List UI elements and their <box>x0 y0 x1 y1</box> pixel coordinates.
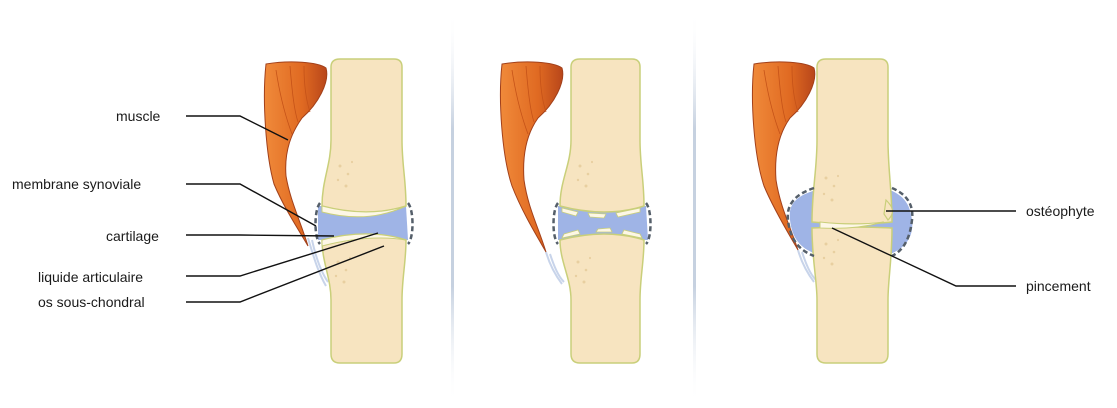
leader-cartilage <box>186 235 334 236</box>
muscle <box>264 62 326 246</box>
lower-bone <box>560 234 644 363</box>
label-osteophyte: ostéophyte <box>1026 203 1095 219</box>
panel-divider-1 <box>451 10 454 405</box>
muscle <box>500 62 562 252</box>
panel-divider-2 <box>693 10 696 405</box>
label-pincement: pincement <box>1026 278 1091 294</box>
tendon-fiber <box>546 252 562 284</box>
lower-bone <box>812 227 892 363</box>
label-os-sous-chondral: os sous-chondral <box>38 294 145 310</box>
synovial-membrane <box>408 203 413 244</box>
upper-bone <box>812 59 892 224</box>
label-cartilage: cartilage <box>106 228 159 244</box>
panel-early-degeneration <box>500 59 650 363</box>
label-liquide-articulaire: liquide articulaire <box>38 269 143 285</box>
upper-bone <box>322 59 406 212</box>
synovial-membrane <box>554 203 559 244</box>
upper-bone <box>560 59 644 212</box>
label-membrane-synoviale: membrane synoviale <box>12 176 141 192</box>
label-muscle: muscle <box>116 108 160 124</box>
panel-healthy-joint <box>264 59 412 363</box>
